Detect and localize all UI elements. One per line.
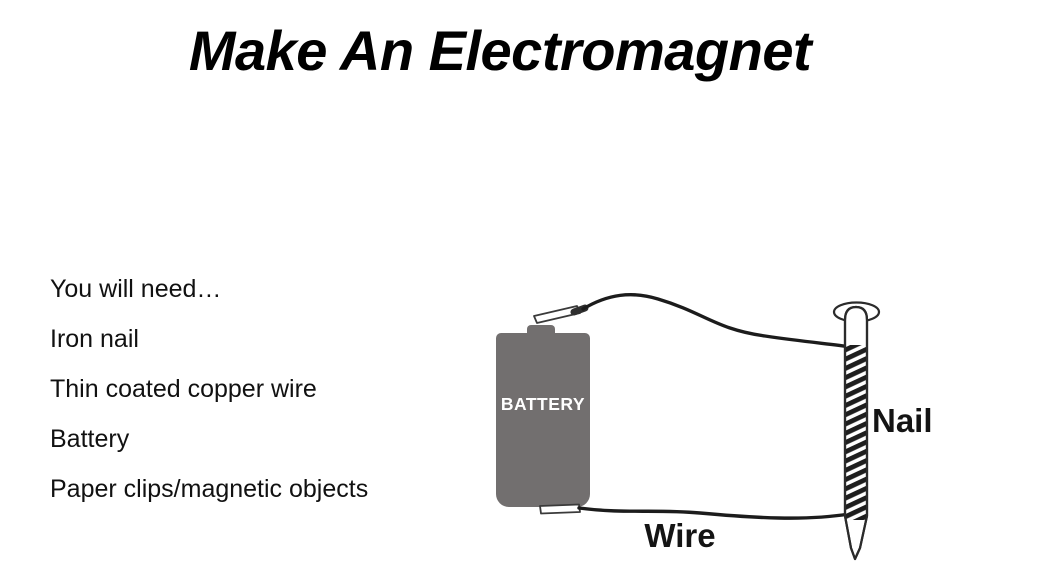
wire-coil bbox=[845, 345, 867, 520]
nail-shaft-outline bbox=[843, 305, 869, 561]
materials-list-item: Iron nail bbox=[50, 325, 139, 353]
materials-list-item: You will need… bbox=[50, 275, 222, 303]
nail-label: Nail bbox=[872, 402, 933, 439]
bottom-wire bbox=[577, 506, 851, 520]
materials-list-item: Battery bbox=[50, 425, 130, 453]
slide-title: Make An Electromagnet bbox=[188, 19, 812, 82]
battery-body bbox=[496, 333, 590, 507]
materials-list: You will need… Iron nail Thin coated cop… bbox=[50, 264, 368, 514]
battery-label: BATTERY bbox=[500, 394, 586, 414]
wire-label: Wire bbox=[644, 517, 716, 554]
materials-list-item: Thin coated copper wire bbox=[50, 375, 317, 403]
battery-terminal-clip-bottom bbox=[539, 503, 581, 515]
top-wire bbox=[581, 293, 853, 349]
materials-list-item: Paper clips/magnetic objects bbox=[50, 475, 369, 503]
battery-terminal-nub bbox=[527, 325, 555, 335]
